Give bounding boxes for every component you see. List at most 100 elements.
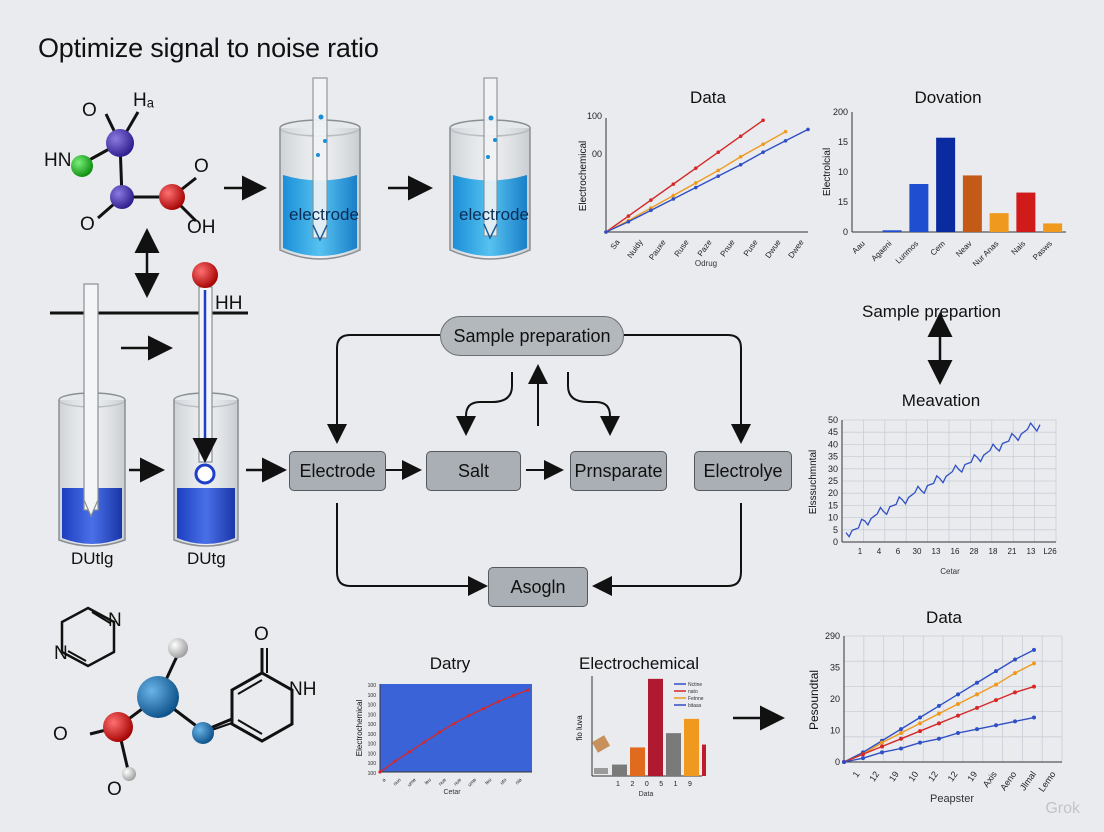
data-point [467,714,471,718]
salt-node[interactable]: Salt [426,451,521,491]
data-point [899,736,903,741]
data-point [975,727,979,732]
data-point [671,193,676,198]
bar [962,175,982,232]
y-tick-label: 0 [833,537,838,547]
data-point [956,731,960,735]
y-tick-label: 15 [838,137,848,147]
data-point [994,682,998,687]
data-point [671,197,676,201]
prnsparate-node[interactable]: Prnsparate [570,451,667,491]
x-tick-label: 1 [616,781,620,788]
atom-label: O [80,214,95,235]
data-point [738,162,743,167]
data-point [975,705,979,710]
x-axis-label: Cetar [940,567,960,576]
legend-label: Nctine [688,682,702,688]
beaker-top-1 [279,77,361,260]
data-point [994,698,998,703]
y-tick-label: 100 [368,761,377,767]
y-tick-label: 45 [828,427,838,437]
data-point [1013,719,1017,724]
bar [989,213,1009,232]
data-point [956,713,960,718]
legend-label: bitaas [688,703,702,709]
data-point [899,727,903,732]
x-tick-label: 10 [907,769,921,783]
data-point [783,139,788,143]
bar [684,718,699,776]
data-point [693,166,698,170]
y-tick-label: 290 [825,631,840,641]
data-point [937,711,941,716]
x-tick-label: uto [499,777,508,786]
x-tick-label: Ruse [673,238,691,259]
x-tick-label: nue [453,777,463,787]
bar [1043,223,1063,232]
hh-label: HH [215,293,243,314]
x-tick-label: ume [407,777,418,788]
bar [594,768,608,774]
y-axis-label: Pesoundtal [807,670,821,730]
y-tick-label: 30 [828,464,838,474]
chart-title: Meavation [901,391,981,410]
chart-title: Data [690,88,726,107]
y-tick-label: 00 [592,149,602,159]
bar [702,744,706,776]
x-tick-label: 4 [877,547,882,556]
x-axis-label: Odrug [695,259,717,268]
x-tick-label: Nais [1010,239,1028,257]
y-tick-label: 15 [828,500,838,510]
data-point [738,154,743,159]
data-point [649,198,653,202]
beaker-label: electrode [289,205,359,224]
data-point [1013,671,1017,676]
beaker-label: DUtg [187,549,226,568]
data-point [861,752,865,757]
sample-preparation-node[interactable]: Sample preparation [440,316,624,356]
data-point [899,731,903,735]
x-tick-label: Aau [850,239,866,255]
bar [1016,192,1036,232]
y-tick-label: 100 [368,742,377,748]
y-tick-label: 100 [368,712,377,718]
data-point [880,740,884,745]
x-tick-label: ume [467,777,478,788]
x-tick-label: leu [484,777,493,786]
electrolyte-node[interactable]: Electrolye [694,451,792,491]
y-tick-label: 35 [830,663,840,673]
atom-label: O [107,779,122,800]
asogln-node[interactable]: Asogln [488,567,588,607]
data-point [1013,690,1017,695]
flowchart-connectors [327,334,751,596]
electrode-node[interactable]: Electrode [289,451,386,491]
x-tick-label: Lemo [1037,769,1058,793]
data-point [716,150,721,154]
bar [630,747,645,776]
bar [648,678,663,776]
x-tick-label: 13 [1027,547,1036,556]
x-tick-label: Pauxe [647,238,668,262]
y-tick-label: 100 [368,771,377,777]
data-point [880,744,884,749]
x-tick-label: 12 [867,769,881,783]
legend-label: Fetnne [688,696,704,702]
y-tick-label: 0 [843,227,848,237]
data-point [880,750,884,755]
y-tick-label: 100 [368,751,377,757]
y-tick-label: 100 [368,722,377,728]
x-tick-label: Nuidy [626,238,645,260]
x-tick-label: Nur Anas [971,239,1001,266]
y-tick-label: 50 [828,415,838,425]
data-point [422,740,426,744]
x-tick-label: Sa [609,238,622,252]
data-point [761,118,765,123]
y-tick-label: 0 [835,757,840,767]
y-tick-label: 10 [828,513,838,523]
y-axis-label: Electrolcial [822,148,833,196]
data-point [975,692,979,697]
bar [936,137,956,232]
atom-label: OH [187,217,216,238]
